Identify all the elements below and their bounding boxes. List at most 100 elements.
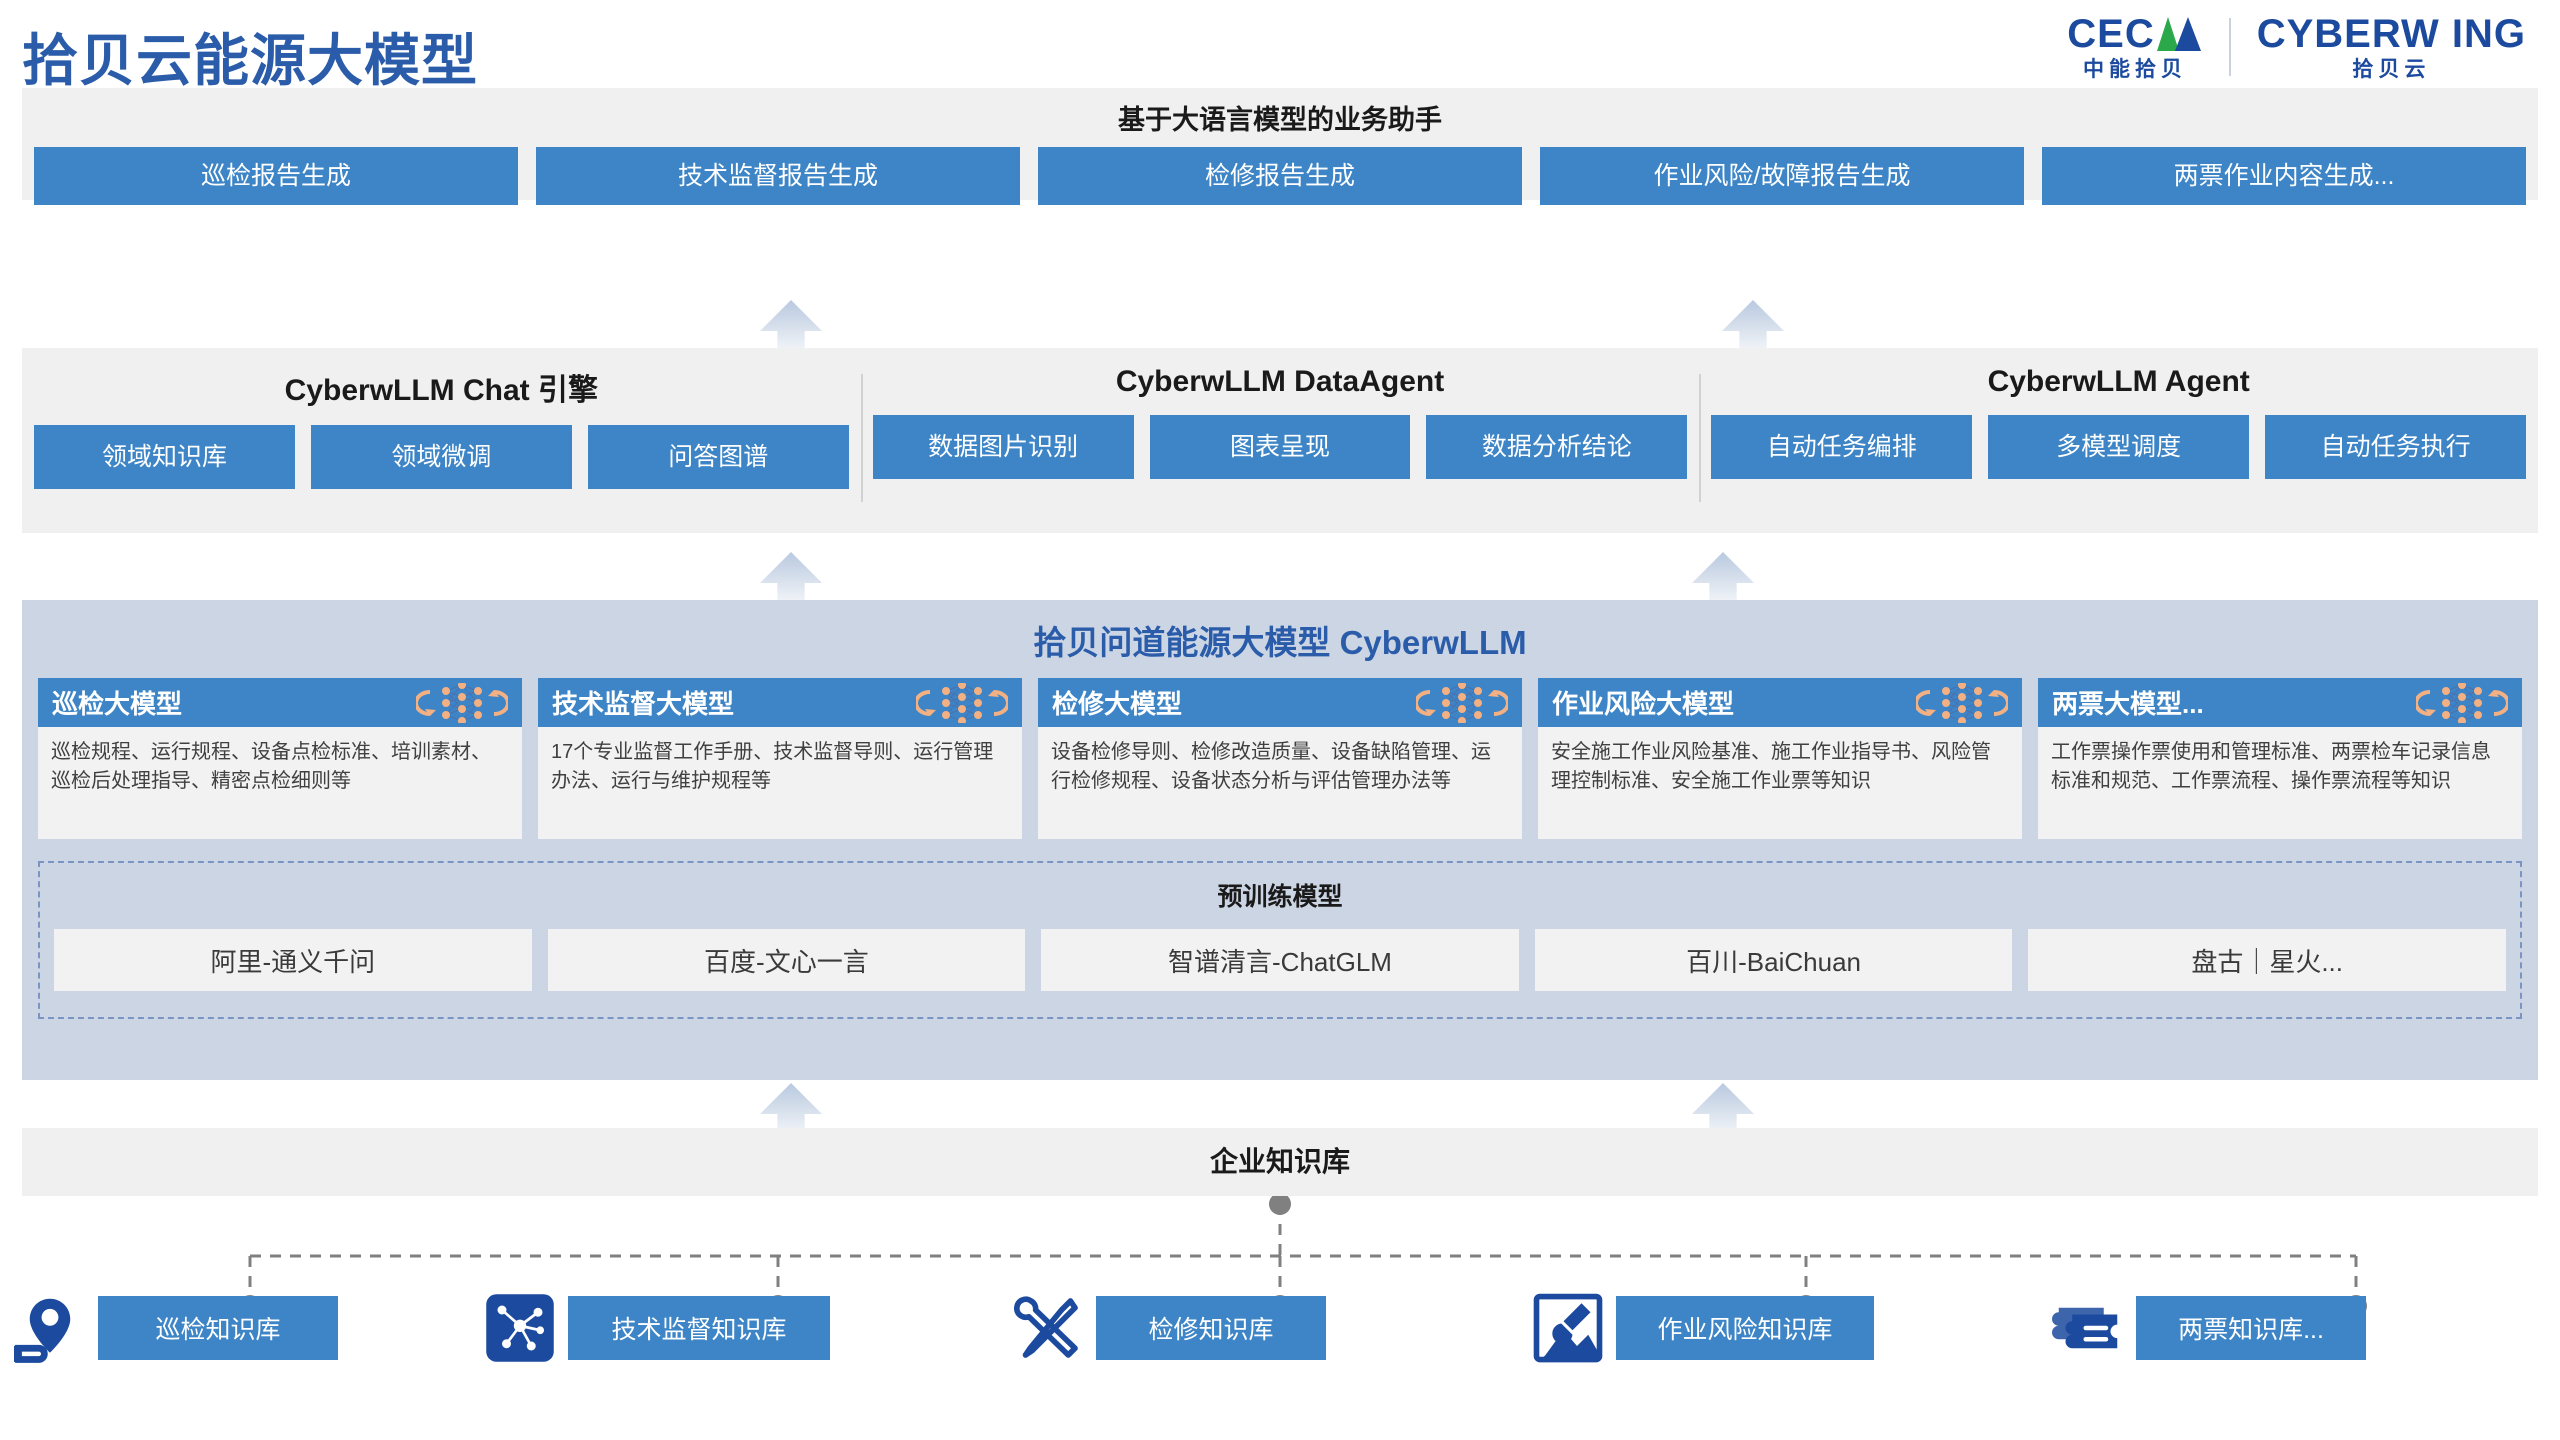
- assistant-item-risk[interactable]: 作业风险/故障报告生成: [1540, 147, 2024, 205]
- enterprise-kb-band: 企业知识库: [22, 1128, 2538, 1196]
- page-header: 拾贝云能源大模型 CEC 中能拾贝 CYBERW ING 拾贝云: [0, 0, 2560, 110]
- engine-chip-task-orchestration[interactable]: 自动任务编排: [1711, 415, 1973, 479]
- pretrained-item-pangu-spark[interactable]: 盘古｜星火...: [2028, 929, 2506, 991]
- engine-chip-domain-finetune[interactable]: 领域微调: [310, 425, 572, 489]
- engine-chip-chart-render[interactable]: 图表呈现: [1149, 415, 1411, 479]
- pretrained-item-ernie[interactable]: 百度-文心一言: [547, 929, 1026, 991]
- arrow-up-core-to-engines-left: [760, 552, 822, 602]
- model-card-description: 17个专业监督工作手册、技术监督导则、运行管理办法、运行与维护规程等: [551, 741, 994, 792]
- model-card-operation-risk[interactable]: 作业风险大模型: [1538, 678, 2022, 839]
- kb-chip-label[interactable]: 作业风险知识库: [1616, 1296, 1874, 1360]
- neural-network-icon: [2416, 682, 2508, 723]
- cecw-logo-subtitle: 中能拾贝: [2082, 58, 2187, 81]
- model-card-title: 巡检大模型: [52, 689, 183, 719]
- pretrained-item-baichuan[interactable]: 百川-BaiChuan: [1534, 929, 2013, 991]
- arrow-up-engines-to-assistants-right: [1722, 300, 1784, 350]
- model-card-description: 设备检修导则、检修改造质量、设备缺陷管理、运行检修规程、设备状态分析与评估管理办…: [1051, 741, 1491, 792]
- cecw-wing-icon: [2156, 17, 2203, 51]
- engine-chip-row-agent: 自动任务编排 多模型调度 自动任务执行: [1711, 415, 2527, 479]
- business-assistant-title: 基于大语言模型的业务助手: [1118, 105, 1442, 135]
- engine-col-agent: CyberwLLM Agent 自动任务编排 多模型调度 自动任务执行: [1699, 348, 2538, 533]
- kb-chip-label[interactable]: 技术监督知识库: [568, 1296, 830, 1360]
- kb-chip-label[interactable]: 巡检知识库: [98, 1296, 338, 1360]
- engine-chip-image-recognition[interactable]: 数据图片识别: [872, 415, 1134, 479]
- model-card-header: 两票大模型...: [2038, 678, 2522, 727]
- pretrained-item-chatglm[interactable]: 智谱清言-ChatGLM: [1041, 929, 1519, 991]
- assistant-item-two-ticket[interactable]: 两票作业内容生成...: [2042, 147, 2526, 205]
- enterprise-kb-title: 企业知识库: [1209, 1146, 1350, 1177]
- pretrained-item-qwen[interactable]: 阿里-通义千问: [54, 929, 532, 991]
- kb-item-operation-risk[interactable]: 作业风险知识库: [1532, 1292, 1874, 1364]
- location-pin-icon: [14, 1298, 71, 1363]
- engine-chip-qa-graph[interactable]: 问答图谱: [587, 425, 849, 489]
- assistant-item-tech-supervision[interactable]: 技术监督报告生成: [536, 147, 1020, 205]
- cecw-logo: CEC 中能拾贝: [2067, 14, 2202, 80]
- model-card-title: 作业风险大模型: [1552, 689, 1735, 719]
- engine-col-dataagent: CyberwLLM DataAgent 数据图片识别 图表呈现 数据分析结论: [860, 348, 1700, 533]
- model-card-description: 工作票操作票使用和管理标准、两票检车记录信息标准和规范、工作票流程、操作票流程等…: [2051, 741, 2491, 792]
- cyberwing-logo-subtitle: 拾贝云: [2352, 58, 2431, 81]
- cyberwing-logo-wordmark: CYBERW ING: [2256, 12, 2526, 56]
- engine-col-chat: CyberwLLM Chat 引擎 领域知识库 领域微调 问答图谱: [22, 348, 861, 533]
- engine-title-chat: CyberwLLM Chat 引擎: [284, 374, 599, 407]
- model-card-maintenance[interactable]: 检修大模型: [1038, 678, 1522, 839]
- model-card-header: 巡检大模型: [38, 678, 522, 727]
- core-llm-title: 拾贝问道能源大模型 CyberwLLM: [1033, 624, 1527, 661]
- logo-group: CEC 中能拾贝 CYBERW ING 拾贝云: [2067, 14, 2526, 80]
- neural-network-icon: [1416, 682, 1508, 723]
- ticket-stack-icon: [2052, 1307, 2118, 1349]
- kb-item-two-ticket[interactable]: 两票知识库...: [2052, 1292, 2366, 1364]
- engine-title-agent: CyberwLLM Agent: [1987, 365, 2250, 398]
- engine-chip-analysis-conclusion[interactable]: 数据分析结论: [1426, 415, 1688, 479]
- kb-chip-label[interactable]: 两票知识库...: [2136, 1296, 2366, 1360]
- model-card-title: 技术监督大模型: [552, 689, 735, 719]
- arrow-up-ekb-to-core-left: [760, 1083, 822, 1133]
- neural-network-icon: [1916, 682, 2008, 723]
- pretrained-model-title: 预训练模型: [1217, 883, 1343, 911]
- engine-chip-row-dataagent: 数据图片识别 图表呈现 数据分析结论: [872, 415, 1688, 479]
- model-card-description: 安全施工作业风险基准、施工作业指导书、风险管理控制标准、安全施工作业票等知识: [1551, 741, 1991, 792]
- shovel-icon: [1533, 1293, 1603, 1363]
- page-title: 拾贝云能源大模型: [22, 29, 478, 92]
- model-card-title: 两票大模型...: [2052, 689, 2204, 719]
- engine-chip-multi-model-scheduling[interactable]: 多模型调度: [1988, 415, 2250, 479]
- arrow-up-core-to-engines-right: [1692, 552, 1754, 602]
- model-card-two-ticket[interactable]: 两票大模型...: [2038, 678, 2522, 839]
- kb-item-inspection[interactable]: 巡检知识库: [14, 1292, 338, 1364]
- model-card-header: 作业风险大模型: [1538, 678, 2022, 727]
- assistant-item-maintenance[interactable]: 检修报告生成: [1038, 147, 1522, 205]
- engine-title-dataagent: CyberwLLM DataAgent: [1115, 365, 1445, 398]
- business-assistant-band: 基于大语言模型的业务助手 巡检报告生成 技术监督报告生成 检修报告生成 作业风险…: [22, 88, 2538, 205]
- model-card-header: 检修大模型: [1038, 678, 1522, 727]
- knowledge-base-layer: 巡检知识库 技术监督知识库: [0, 1196, 2560, 1440]
- network-nodes-icon: [486, 1294, 554, 1362]
- model-card-description: 巡检规程、运行规程、设备点检标准、培训素材、巡检后处理指导、精密点检细则等: [51, 741, 491, 792]
- cecw-logo-text: CEC: [2067, 12, 2155, 56]
- cecw-logo-wordmark: CEC: [2067, 14, 2202, 54]
- engine-chip-domain-kb[interactable]: 领域知识库: [34, 425, 295, 489]
- model-card-title: 检修大模型: [1052, 689, 1183, 719]
- pretrained-model-list: 阿里-通义千问 百度-文心一言 智谱清言-ChatGLM 百川-BaiChuan…: [40, 913, 2520, 991]
- engine-chip-task-execution[interactable]: 自动任务执行: [2265, 415, 2527, 479]
- model-card-header: 技术监督大模型: [538, 678, 1022, 727]
- cyberwing-logo: CYBERW ING 拾贝云: [2257, 14, 2526, 80]
- core-llm-band: 拾贝问道能源大模型 CyberwLLM 巡检大模型: [22, 600, 2538, 1080]
- kb-chip-label[interactable]: 检修知识库: [1096, 1296, 1326, 1360]
- kb-item-maintenance[interactable]: 检修知识库: [1012, 1292, 1326, 1364]
- logo-divider: [2228, 18, 2231, 76]
- knowledge-base-list: 巡检知识库 技术监督知识库: [0, 1292, 2560, 1402]
- kb-item-tech-supervision[interactable]: 技术监督知识库: [484, 1292, 830, 1364]
- model-card-row: 巡检大模型: [22, 664, 2538, 839]
- engine-chip-row-chat: 领域知识库 领域微调 问答图谱: [34, 425, 849, 489]
- model-card-inspection[interactable]: 巡检大模型: [38, 678, 522, 839]
- model-card-tech-supervision[interactable]: 技术监督大模型: [538, 678, 1022, 839]
- assistant-item-inspection[interactable]: 巡检报告生成: [34, 147, 518, 205]
- business-assistant-list: 巡检报告生成 技术监督报告生成 检修报告生成 作业风险/故障报告生成 两票作业内…: [34, 147, 2526, 205]
- neural-network-icon: [916, 682, 1008, 723]
- engine-columns: CyberwLLM Chat 引擎 领域知识库 领域微调 问答图谱 Cyberw…: [22, 348, 2538, 533]
- arrow-up-ekb-to-core-right: [1692, 1083, 1754, 1133]
- wrench-screwdriver-icon: [1014, 1296, 1078, 1358]
- neural-network-icon: [416, 682, 508, 723]
- arrow-up-engines-to-assistants-left: [760, 300, 822, 350]
